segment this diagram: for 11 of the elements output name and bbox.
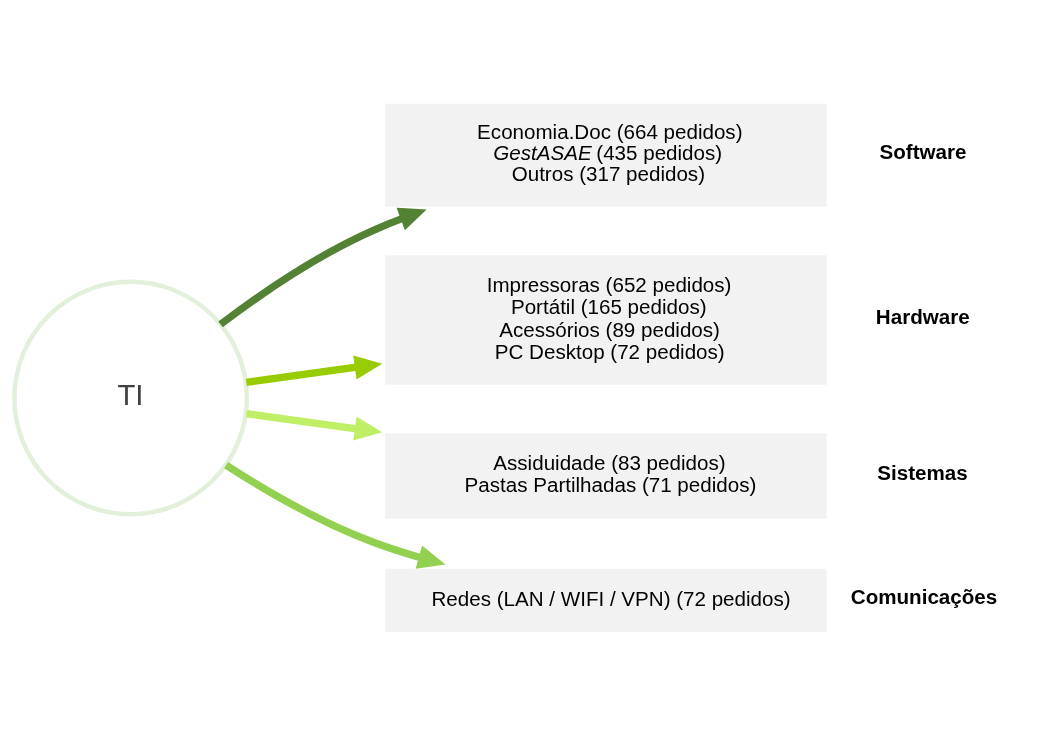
- node-box: Redes (LAN / WIFI / VPN) (72 pedidos): [385, 568, 827, 632]
- arrow: [245, 409, 383, 441]
- arrow: [224, 461, 446, 569]
- arrow: [245, 355, 383, 386]
- node-circle: TI: [12, 279, 250, 516]
- node-box: Economia.Doc (664 pedidos) GestASAE (435 pedidos) Outros (317 pedidos): [385, 103, 827, 207]
- node-label: Comunicações: [850, 584, 998, 608]
- node-label: Hardware: [875, 304, 970, 328]
- arrow: [218, 207, 427, 327]
- node-label: Software: [879, 139, 967, 163]
- node-label: Sistemas: [877, 460, 968, 484]
